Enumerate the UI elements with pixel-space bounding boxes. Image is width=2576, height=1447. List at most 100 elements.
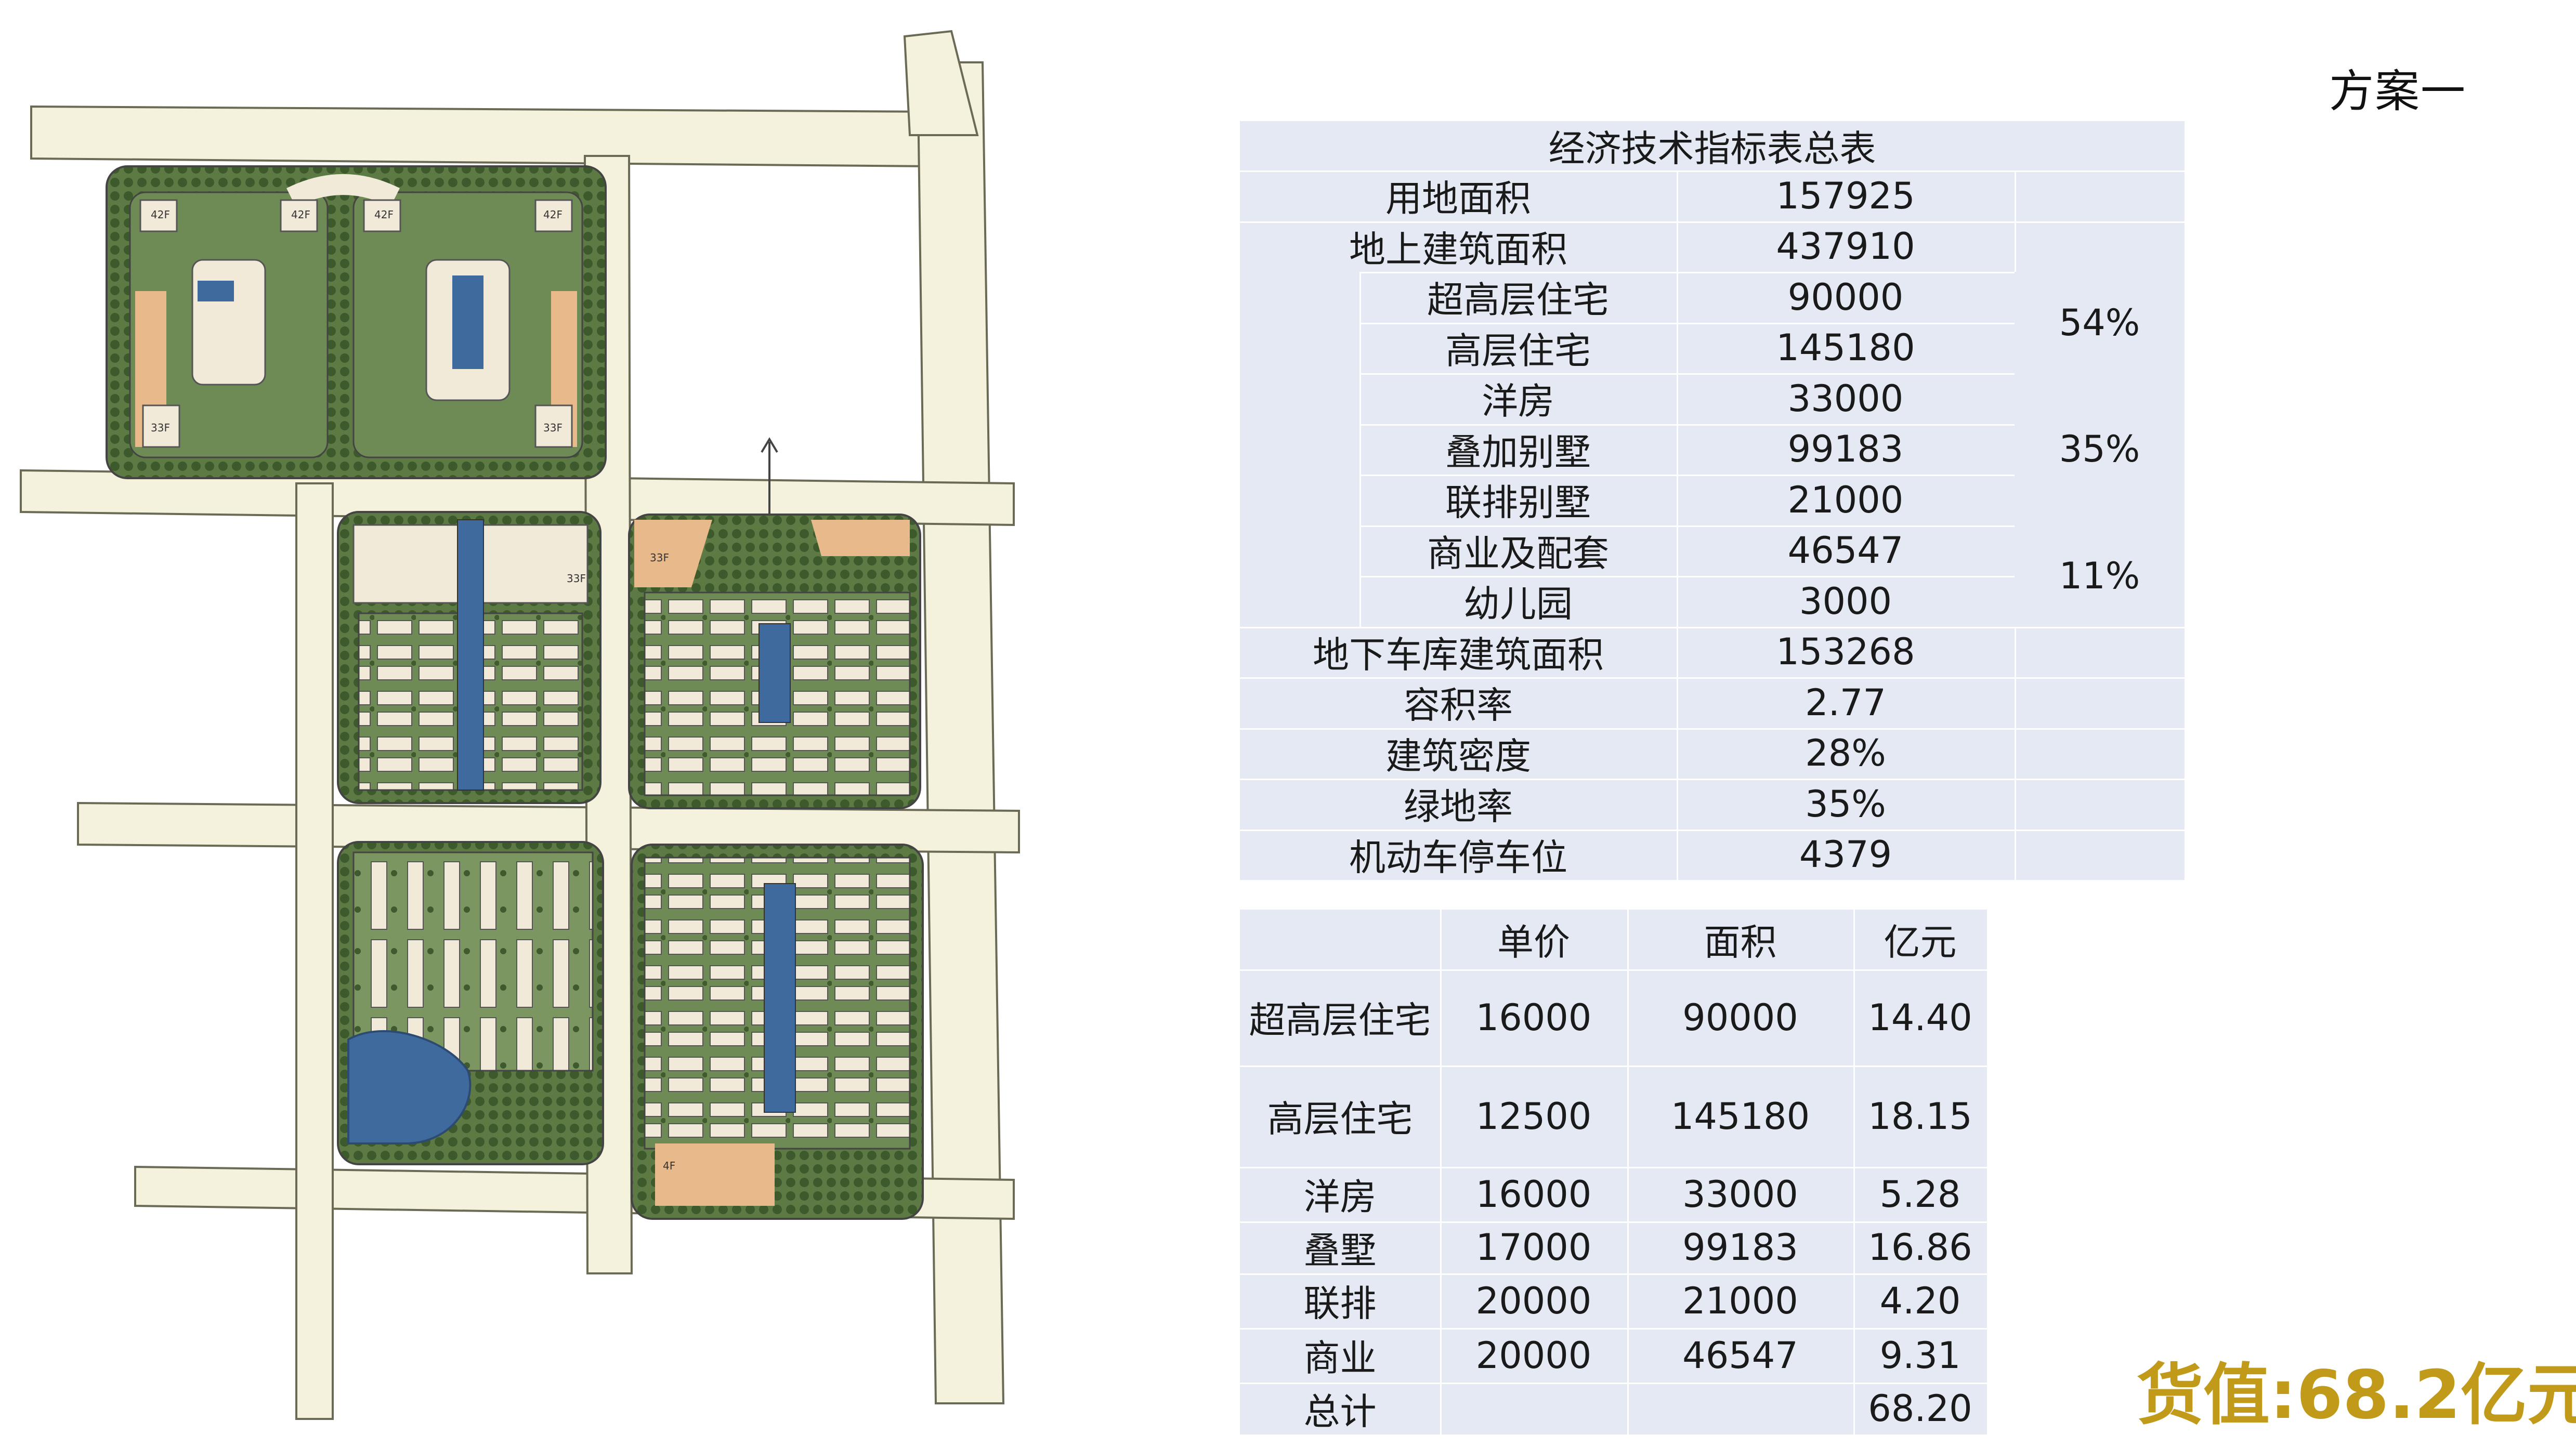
row-divider (1240, 1273, 1987, 1275)
block-high-rise-south: 4F (631, 844, 924, 1220)
tower-label: 42F (151, 208, 170, 221)
table-cell: 145180 (1670, 1095, 1810, 1138)
table-cell: 46547 (1682, 1334, 1798, 1377)
north-arrow-icon (761, 437, 778, 515)
table-row-value: 21000 (1787, 478, 1904, 521)
table-row-value: 46547 (1787, 529, 1904, 572)
table-cell: 16000 (1475, 1173, 1592, 1216)
col-divider (1627, 910, 1629, 1435)
tower-label: 33F (650, 551, 669, 564)
table-row-value: 157925 (1776, 174, 1915, 217)
table-row-value: 28% (1805, 732, 1886, 775)
table-row-value: 153268 (1776, 630, 1915, 674)
block-high-rise-west: 33F (337, 511, 601, 804)
block-villas (337, 841, 604, 1165)
total-value-headline: 货值:68.2亿元 (2137, 1357, 2576, 1434)
table-row-value: 90000 (1787, 275, 1904, 319)
row-divider (1359, 322, 2185, 324)
table-row-name: 叠墅 (1303, 1229, 1377, 1272)
row-divider (1240, 829, 2185, 831)
table-cell: 20000 (1475, 1334, 1592, 1377)
table-cell (1440, 1383, 1627, 1435)
table-cell: 20000 (1475, 1279, 1592, 1322)
table-title: 经济技术指标表总表 (1548, 127, 1876, 170)
table-row-label: 叠加别墅 (1445, 430, 1591, 473)
site-plan: 42F 42F 42F 42F 33F 33F 33F 33F 4F (20, 30, 1020, 1420)
scheme-title: 方案一 (2329, 65, 2466, 117)
table-row-label: 联排别墅 (1445, 481, 1591, 524)
table-cell: 9.31 (1879, 1334, 1961, 1377)
table-cell: 17000 (1475, 1226, 1592, 1269)
col-divider (1677, 170, 1678, 880)
row-divider (1240, 626, 2185, 628)
tower-label: 42F (543, 208, 563, 221)
table-cell: 21000 (1682, 1279, 1798, 1322)
tower-label: 33F (567, 572, 586, 585)
table-cell: 16.86 (1868, 1226, 1972, 1269)
table-row-label: 机动车停车位 (1349, 836, 1567, 879)
table-cell: 12500 (1475, 1095, 1592, 1138)
table-row-value: 99183 (1787, 428, 1904, 471)
table-row-value: 35% (1805, 782, 1886, 825)
row-divider (1359, 373, 2185, 375)
table-cell: 33000 (1682, 1173, 1798, 1216)
table-row-label: 地上建筑面积 (1349, 228, 1567, 271)
col-divider (1359, 272, 1361, 627)
table-row-name: 洋房 (1303, 1176, 1377, 1218)
table-cell: 4.20 (1879, 1279, 1961, 1322)
row-divider (1359, 424, 2185, 426)
table-row-label: 容积率 (1404, 684, 1513, 727)
row-divider (1240, 728, 2185, 730)
percent-share: 54% (2015, 272, 2185, 373)
economic-indicators-table: 经济技术指标表总表 用地面积 157925 地上建筑面积 437910 超高层住宅 900… (1240, 121, 2185, 880)
row-divider (1240, 170, 2185, 172)
row-divider (1240, 221, 2185, 223)
row-divider (1359, 272, 2185, 273)
row-divider (1240, 1167, 1987, 1168)
table-row-value: 2.77 (1805, 681, 1886, 724)
percent-share: 35% (2015, 373, 2185, 525)
table-row-value: 437910 (1776, 225, 1915, 268)
table-row-value: 3000 (1799, 580, 1892, 623)
row-divider (1359, 475, 2185, 476)
table-row-name: 超高层住宅 (1249, 999, 1431, 1042)
table-row-value: 145180 (1776, 326, 1915, 370)
col-divider (1440, 910, 1442, 1435)
table-row-label: 幼儿园 (1463, 583, 1573, 626)
table-cell: 18.15 (1868, 1095, 1972, 1138)
table-cell: 90000 (1682, 996, 1798, 1039)
table-row-label: 地下车库建筑面积 (1313, 633, 1604, 676)
table-row-label: 洋房 (1482, 380, 1554, 423)
table-row-value: 33000 (1787, 377, 1904, 420)
row-divider (1359, 576, 2185, 577)
table-header-cell: 面积 (1704, 921, 1777, 964)
row-divider (1240, 677, 2185, 679)
row-divider (1240, 1383, 1987, 1384)
table-cell: 5.28 (1879, 1173, 1961, 1216)
table-row-name: 高层住宅 (1267, 1098, 1413, 1140)
table-cell: 99183 (1682, 1226, 1798, 1269)
tower-label: 42F (374, 208, 394, 221)
tower-label: 33F (151, 422, 170, 434)
table-row-name: 总计 (1303, 1390, 1377, 1433)
table-row-label: 超高层住宅 (1427, 279, 1609, 322)
tower-label: 33F (543, 422, 563, 434)
tower-label: 4F (663, 1160, 675, 1172)
row-divider (1240, 969, 1987, 971)
table-cell: 16000 (1475, 996, 1592, 1039)
row-divider (1240, 779, 2185, 780)
table-row-name: 商业 (1303, 1337, 1377, 1379)
table-header-cell (1240, 910, 1440, 969)
table-row-label: 用地面积 (1385, 177, 1531, 220)
block-ultra-high-rise: 42F 42F 42F 42F 33F 33F (106, 165, 607, 479)
block-high-rise-east: 33F (628, 514, 921, 809)
row-divider (1359, 525, 2185, 527)
table-row-value: 4379 (1799, 833, 1892, 876)
table-row-label: 绿地率 (1404, 785, 1513, 828)
row-divider (1240, 1221, 1987, 1223)
table-header-cell: 单价 (1497, 921, 1570, 964)
row-divider (1240, 1328, 1987, 1330)
row-divider (1240, 1065, 1987, 1067)
percent-share: 11% (2015, 525, 2185, 627)
